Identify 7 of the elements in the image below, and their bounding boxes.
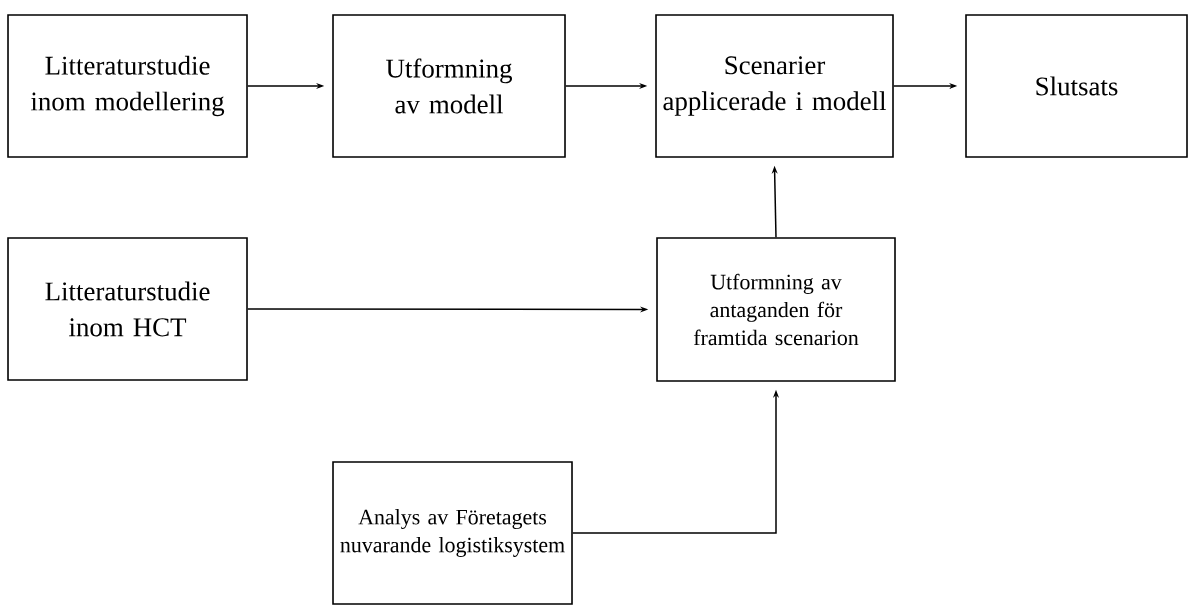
- process-box: Utformning av antaganden för framtida scenarion: [656, 237, 896, 382]
- process-box: Utformning av modell: [332, 14, 566, 158]
- process-box: Slutsats: [965, 14, 1188, 158]
- process-box: Litteraturstudie inom modellering: [7, 14, 248, 158]
- process-box: Litteraturstudie inom HCT: [7, 237, 248, 381]
- process-box: Scenarier applicerade i modell: [655, 14, 894, 158]
- process-box: Analys av Företagets nuvarande logistiksystem: [332, 461, 573, 605]
